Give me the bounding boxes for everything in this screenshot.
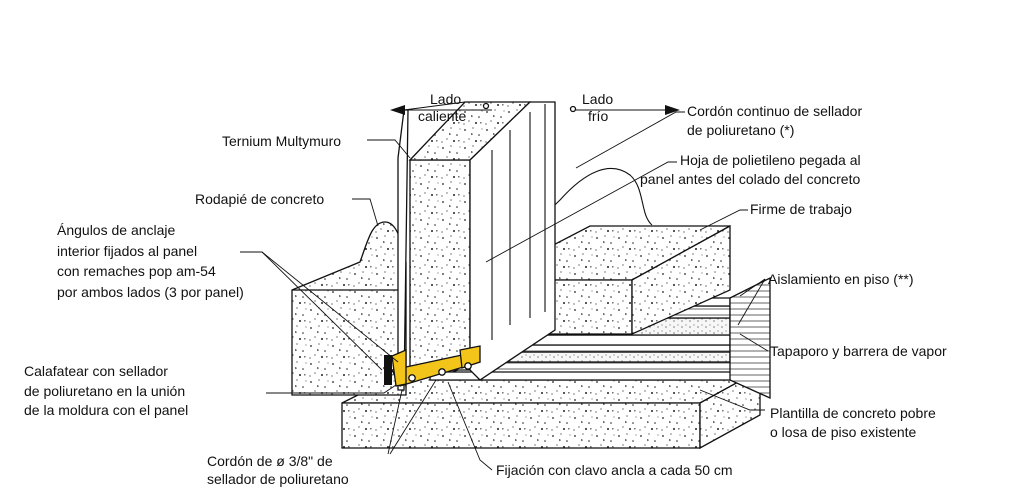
sealant-bead-label-2: de poliuretano (*): [687, 122, 794, 138]
anchors-label-4: por ambos lados (3 por panel): [57, 284, 244, 300]
wall-panel: [397, 101, 556, 391]
cold-side-label-2: frío: [588, 108, 608, 124]
warm-side-label-2: caliente: [418, 108, 466, 124]
floor-insulation-label: Aislamiento en piso (**): [768, 271, 914, 287]
sealant-bead-label-1: Cordón continuo de sellador: [687, 103, 862, 119]
callout-labels: Ternium Multymuro Rodapié de concreto Án…: [24, 103, 947, 487]
fastening-label: Fijación con clavo ancla a cada 50 cm: [496, 462, 733, 478]
curb-label: Rodapié de concreto: [195, 191, 324, 207]
panel-label: Ternium Multymuro: [222, 133, 341, 149]
base-slab-label-1: Plantilla de concreto pobre: [770, 405, 936, 421]
poly-sheet-label-2: panel antes del colado del concreto: [640, 171, 860, 187]
poly-sheet-label-1: Hoja de polietileno pegada al: [680, 152, 861, 168]
work-slab-label: Firme de trabajo: [750, 201, 852, 217]
anchors-label-1: Ángulos de anclaje: [57, 222, 176, 238]
warm-side-label-1: Lado: [430, 91, 461, 107]
side-labels: Lado caliente Lado frío: [418, 91, 613, 124]
base-slab-label-2: o losa de piso existente: [770, 424, 917, 440]
bead-label-2: sellador de poliuretano: [207, 471, 349, 487]
leader-lines: [240, 111, 769, 471]
caulk-label-3: de la moldura con el panel: [24, 402, 188, 418]
anchor-angles: [384, 345, 481, 387]
bead-label-1: Cordón de ø 3/8" de: [207, 453, 333, 469]
side-indicators: [390, 102, 680, 115]
vapor-barrier-label: Tapaporo y barrera de vapor: [770, 343, 947, 359]
caulk-label-1: Calafatear con sellador: [24, 363, 168, 379]
cold-side-label-1: Lado: [582, 91, 613, 107]
anchors-label-3: con remaches pop am-54: [57, 263, 216, 279]
caulk-label-2: de poliuretano en la unión: [24, 383, 185, 399]
anchors-label-2: interior fijados al panel: [57, 243, 197, 259]
